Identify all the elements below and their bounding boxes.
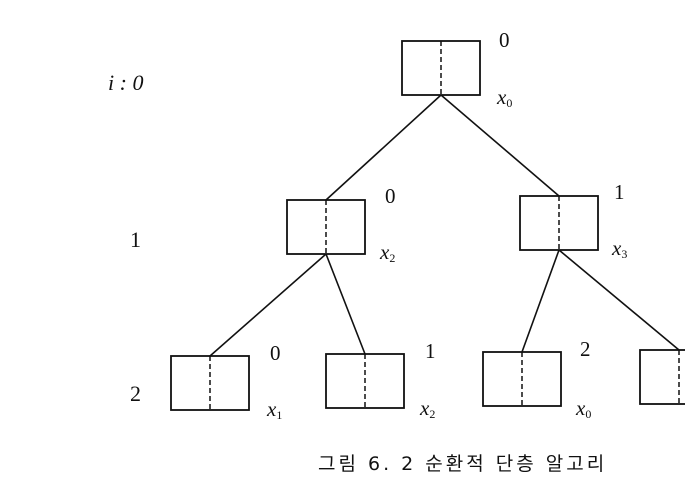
node-index-n2a: 0 (270, 341, 281, 365)
figure-caption: 그림 6. 2 순환적 단층 알고리 (318, 453, 608, 475)
level-label-1: 1 (130, 227, 141, 252)
edge-root-n1R (440, 94, 560, 197)
level-label-2: 2 (130, 381, 141, 406)
node-index-n2c: 2 (580, 337, 591, 361)
variable-subscript: 1 (276, 408, 283, 422)
edge-n1L-n2a (209, 253, 327, 357)
node-index-root: 0 (499, 28, 510, 52)
variable-subscript: 0 (585, 407, 592, 421)
node-n1L (286, 199, 366, 255)
node-variable-n1L: x2 (380, 240, 396, 265)
edge-n1R-n2c (521, 249, 560, 353)
node-variable-n2c: x0 (576, 396, 592, 421)
tree-edges (209, 94, 680, 357)
variable-symbol: x (497, 85, 507, 109)
variable-subscript: 2 (389, 251, 396, 265)
node-variable-n2b: x2 (420, 396, 436, 421)
variable-symbol: x (267, 397, 277, 421)
node-box (639, 349, 685, 405)
node-n2d (639, 349, 685, 405)
variable-subscript: 3 (621, 247, 628, 261)
node-index-n1R: 1 (614, 180, 625, 204)
variable-symbol: x (380, 240, 390, 264)
node-index-n2b: 1 (425, 339, 436, 363)
variable-subscript: 2 (429, 407, 436, 421)
node-variable-n1R: x3 (612, 236, 628, 261)
variable-subscript: 0 (506, 96, 513, 110)
node-index-n1L: 0 (385, 184, 396, 208)
level-label-0: i : 0 (108, 70, 144, 95)
edge-n1L-n2b (325, 253, 366, 355)
edge-n1R-n2d (558, 249, 680, 351)
node-variable-root: x0 (497, 85, 513, 110)
node-variable-n2a: x1 (267, 397, 283, 422)
variable-symbol: x (576, 396, 586, 420)
node-root (401, 40, 481, 96)
tree-nodes (170, 40, 685, 411)
edge-root-n1L (325, 94, 442, 201)
variable-symbol: x (612, 236, 622, 260)
node-n2b (325, 353, 405, 409)
node-n2a (170, 355, 250, 411)
node-n2c (482, 351, 562, 407)
variable-symbol: x (420, 396, 430, 420)
node-n1R (519, 195, 599, 251)
